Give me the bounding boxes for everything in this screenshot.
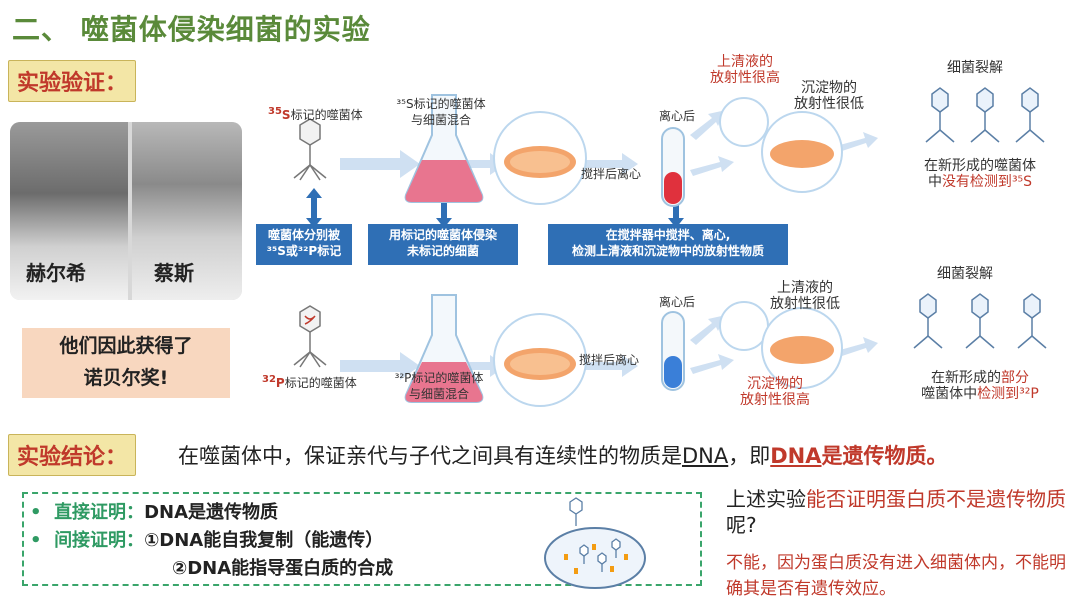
name-chase: 蔡斯 bbox=[154, 261, 194, 285]
stir-bottom-label: 搅拌后离心 bbox=[578, 353, 639, 367]
sediment-bottom-label: 沉淀物的 放射性很高 bbox=[740, 376, 810, 408]
label-box-phage: 噬菌体分别被 ³⁵S或³²P标记 bbox=[256, 224, 352, 265]
indirect-proof: • 间接证明：①DNA能自我复制（能遗传） bbox=[30, 530, 384, 551]
flask-top-label: ³⁵S标记的噬菌体 与细菌混合 bbox=[396, 97, 486, 127]
centrifuge-top-label: 离心后 bbox=[658, 109, 695, 123]
conclusion-text: 在噬菌体中，保证亲代与子代之间具有连续性的物质是DNA，即DNA是遗传物质。 bbox=[178, 444, 948, 468]
indirect-proof-2: ②DNA能指导蛋白质的合成 bbox=[172, 558, 394, 579]
answer-text: 不能，因为蛋白质没有进入细菌体内，不能明确其是否有遗传效应。 bbox=[726, 553, 1066, 599]
progeny-phages-icon bbox=[925, 87, 1045, 143]
result-bottom-label: 在新形成的部分 噬菌体中检测到³²P bbox=[921, 370, 1039, 402]
flask-bottom-label: ³²P标记的噬菌体 与细菌混合 bbox=[394, 371, 484, 401]
sediment-top-label: 沉淀物的 放射性很低 bbox=[794, 80, 864, 112]
nobel-line-2: 诺贝尔奖! bbox=[83, 367, 169, 389]
label-box-centrifuge: 在搅拌器中搅拌、离心, 检测上清液和沉淀物中的放射性物质 bbox=[548, 224, 788, 265]
direct-proof: • 直接证明：DNA是遗传物质 bbox=[30, 502, 278, 523]
result-top-label: 在新形成的噬菌体 中没有检测到³⁵S bbox=[924, 158, 1036, 190]
centrifuge-bottom-label: 离心后 bbox=[658, 295, 695, 309]
mixing-bubble bbox=[493, 313, 587, 407]
proof-box bbox=[22, 492, 702, 586]
stir-top-label: 搅拌后离心 bbox=[580, 167, 641, 181]
conclusion-tag: 实验结论： bbox=[8, 434, 137, 476]
supernatant-bubble bbox=[719, 97, 769, 351]
supernatant-bottom-label: 上清液的 放射性很低 bbox=[770, 280, 840, 312]
portrait-chase bbox=[132, 122, 242, 300]
phage-icon bbox=[293, 305, 327, 368]
portrait-hershey bbox=[10, 122, 128, 300]
lysis-top-label: 细菌裂解 bbox=[947, 60, 1003, 76]
verify-tag: 实验验证： bbox=[8, 60, 137, 102]
progeny-phages-icon bbox=[913, 293, 1047, 349]
flow-arrows bbox=[340, 110, 878, 380]
bacterium-infection-icon bbox=[544, 497, 646, 589]
link-arrows bbox=[306, 188, 684, 228]
centrifuge-tube-icon bbox=[661, 127, 685, 207]
flask-icon bbox=[404, 94, 484, 203]
lysis-bottom-label: 细菌裂解 bbox=[937, 266, 993, 282]
page-title: 二、 噬菌体侵染细菌的实验 bbox=[12, 13, 371, 46]
sediment-bubble bbox=[761, 111, 843, 389]
label-box-infect: 用标记的噬菌体侵染 未标记的细菌 bbox=[368, 224, 518, 265]
supernatant-top-label: 上清液的 放射性很高 bbox=[710, 54, 780, 86]
scientist-photo: 赫尔希 蔡斯 bbox=[10, 122, 242, 300]
experiment-diagram bbox=[293, 87, 1047, 407]
question-text: 上述实验能否证明蛋白质不是遗传物质呢? bbox=[726, 487, 1066, 537]
centrifuge-tube-icon bbox=[661, 311, 685, 391]
nobel-note: 他们因此获得了 诺贝尔奖! bbox=[22, 328, 230, 398]
flask-icon bbox=[404, 294, 484, 403]
mixing-bubble bbox=[493, 111, 587, 205]
nobel-line-1: 他们因此获得了 bbox=[59, 335, 193, 357]
phage-32p-label: 32P标记的噬菌体 bbox=[262, 374, 357, 390]
phage-35s-label: 35S标记的噬菌体 bbox=[268, 106, 363, 122]
phage-icon bbox=[293, 118, 327, 181]
name-hershey: 赫尔希 bbox=[26, 261, 86, 285]
